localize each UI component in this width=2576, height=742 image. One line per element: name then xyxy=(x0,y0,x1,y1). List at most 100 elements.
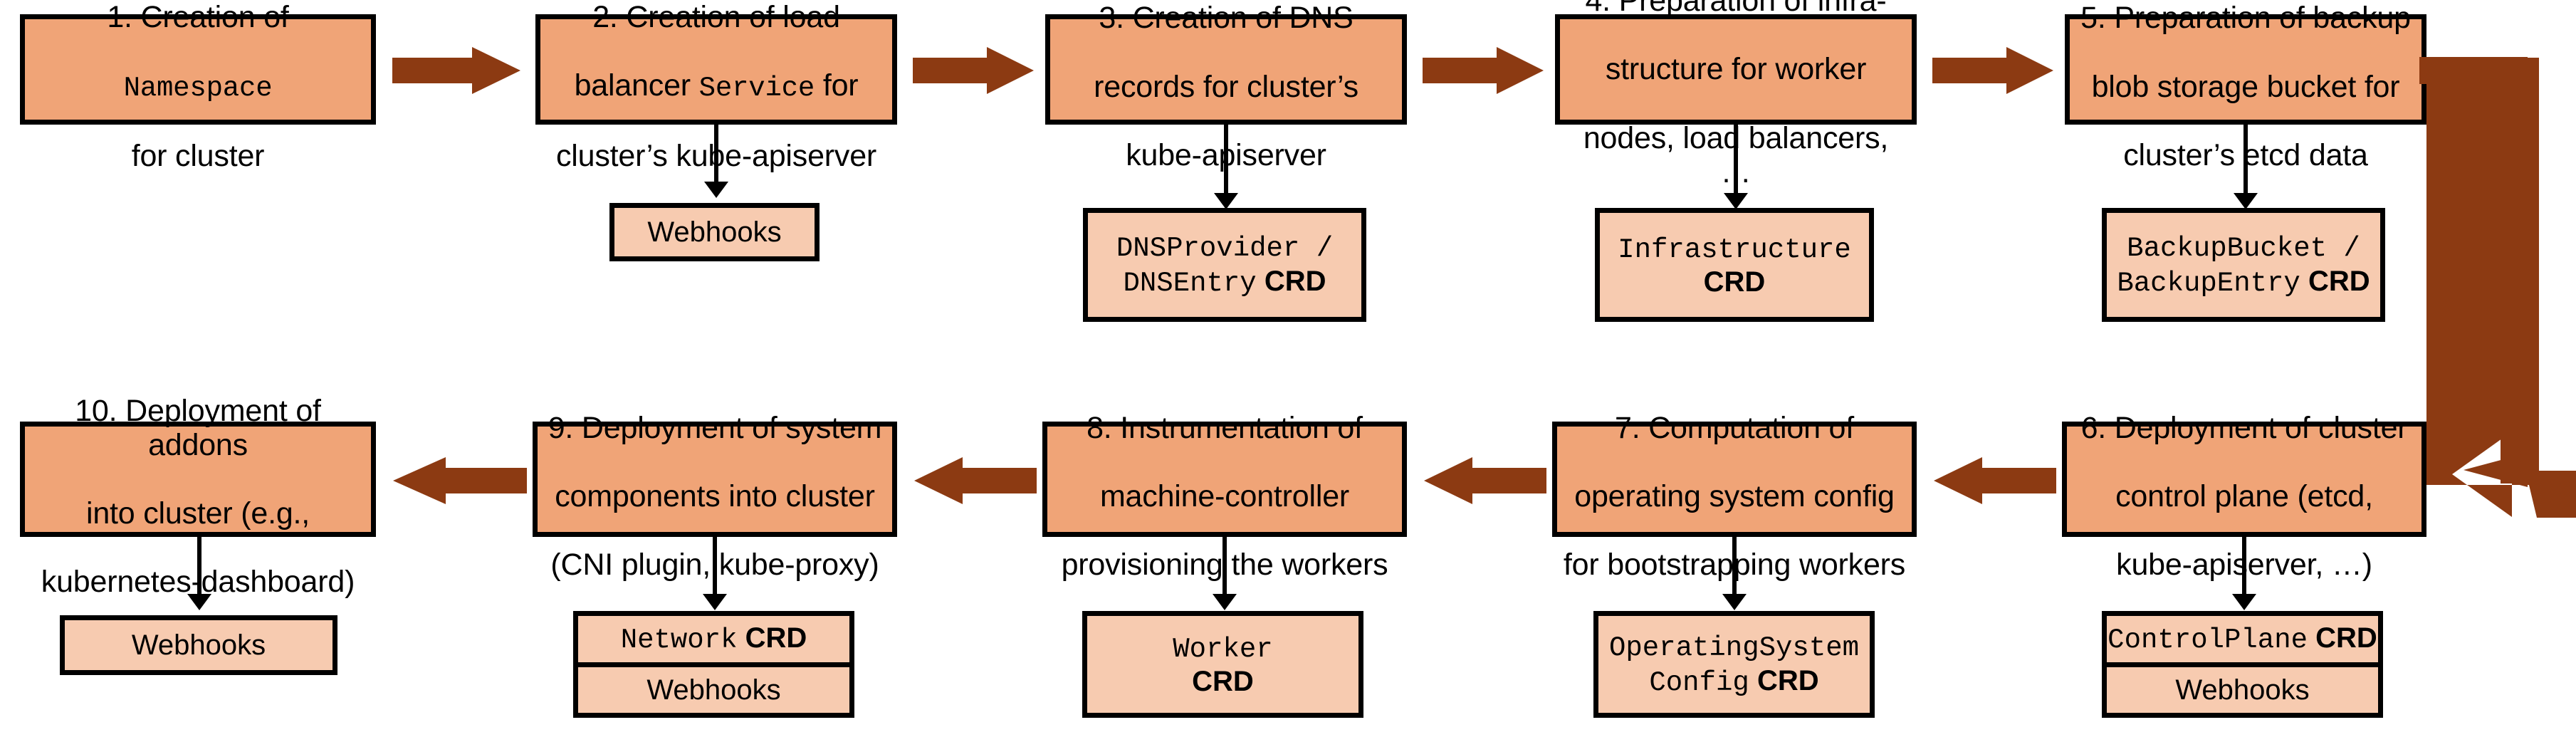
step-8-line-3: provisioning the workers xyxy=(1061,548,1388,582)
step-8-label: 8. Instrumentation of machine-controller… xyxy=(1056,377,1394,582)
controlplane-crd-cell: ControlPlane CRD xyxy=(2107,616,2378,667)
step-1-line-2-mono: Namespace xyxy=(123,73,273,105)
sub-box-step-6[interactable]: ControlPlane CRD Webhooks xyxy=(2102,611,2383,718)
step-9-line-3: (CNI plugin, kube-proxy) xyxy=(550,548,879,582)
network-crd-suffix: CRD xyxy=(745,622,807,654)
connector-step10-arrowhead xyxy=(187,594,211,610)
infrastructure-crd-line-1: Infrastructure xyxy=(1618,234,1851,266)
step-2-line-2-mono: Service xyxy=(698,73,815,105)
osc-crd-cell: OperatingSystem Config CRD xyxy=(1598,616,1870,713)
arrow-step3-to-step4 xyxy=(1423,47,1544,94)
step-4-line-1: 4. Preparation of infra- xyxy=(1585,0,1887,19)
step-4-label: 4. Preparation of infra- structure for w… xyxy=(1560,0,1912,189)
connector-step2-arrowhead xyxy=(704,182,728,198)
osc-crd-line-1: OperatingSystem xyxy=(1608,632,1860,664)
connector-step7 xyxy=(1732,537,1737,597)
connector-step8-arrowhead xyxy=(1213,594,1237,610)
connector-step5-arrowhead xyxy=(2234,193,2258,209)
step-box-3[interactable]: 3. Creation of DNS records for cluster’s… xyxy=(1045,1,1407,172)
step-1-line-3: for cluster xyxy=(131,139,265,174)
sub-box-step-5[interactable]: BackupBucket / BackupEntry CRD xyxy=(2102,208,2385,322)
connector-step3 xyxy=(1224,125,1228,196)
step-2-line-3: cluster’s kube-apiserver xyxy=(555,139,877,174)
sub-box-step-4[interactable]: Infrastructure CRD xyxy=(1595,208,1874,322)
webhooks-label: Webhooks xyxy=(646,674,781,706)
step-1-label: 1. Creation of Namespace for cluster xyxy=(101,0,294,173)
step-2-line-2a: balancer xyxy=(574,68,699,103)
webhooks-cell: Webhooks xyxy=(2107,667,2378,714)
step-9-line-1: 9. Deployment of system xyxy=(548,410,882,445)
connector-step10 xyxy=(197,537,201,597)
backup-crd-line-2: BackupEntry xyxy=(2117,268,2300,299)
step-8-line-2: machine-controller xyxy=(1099,479,1350,513)
step-6-line-1: 6. Deployment of cluster xyxy=(2080,410,2408,445)
connector-step8 xyxy=(1222,537,1227,597)
webhooks-label: Webhooks xyxy=(131,629,266,661)
step-4-line-2: structure for worker xyxy=(1605,52,1867,87)
step-box-5[interactable]: 5. Preparation of backup blob storage bu… xyxy=(2065,1,2426,172)
worker-crd-cell: Worker CRD xyxy=(1087,616,1358,713)
step-box-2[interactable]: 2. Creation of load balancer Service for… xyxy=(535,0,897,173)
sub-box-step-7[interactable]: OperatingSystem Config CRD xyxy=(1593,611,1875,718)
sub-box-step-2[interactable]: Webhooks xyxy=(609,203,820,261)
connector-step4 xyxy=(1734,125,1738,196)
dns-crd-line-2: DNSEntry xyxy=(1123,268,1257,299)
backup-crd-line-1: BackupBucket / xyxy=(2127,233,2360,265)
arrow-step9-to-step10 xyxy=(393,457,527,504)
step-7-line-2: operating system config xyxy=(1574,479,1895,513)
worker-crd-line-1: Worker xyxy=(1173,633,1273,665)
step-box-6[interactable]: 6. Deployment of cluster control plane (… xyxy=(2062,411,2426,582)
backup-crd-suffix: CRD xyxy=(2308,266,2370,297)
sub-box-step-8[interactable]: Worker CRD xyxy=(1082,611,1363,718)
controlplane-crd-suffix: CRD xyxy=(2315,622,2377,654)
connector-step6 xyxy=(2242,537,2246,597)
step-box-10[interactable]: 10. Deployment of addons into cluster (e… xyxy=(20,394,376,599)
webhooks-label: Webhooks xyxy=(647,216,782,248)
step-box-4[interactable]: 4. Preparation of infra- structure for w… xyxy=(1555,0,1917,189)
connector-step2 xyxy=(714,125,718,184)
network-crd-name: Network xyxy=(620,624,738,656)
step-9-line-2: components into cluster xyxy=(555,479,875,513)
dns-crd-suffix: CRD xyxy=(1264,266,1326,297)
step-7-label: 7. Computation of operating system confi… xyxy=(1558,377,1911,582)
step-box-7[interactable]: 7. Computation of operating system confi… xyxy=(1552,411,1917,582)
webhooks-cell: Webhooks xyxy=(65,620,333,670)
step-3-line-2: records for cluster’s xyxy=(1094,69,1358,104)
connector-step3-arrowhead xyxy=(1214,193,1238,209)
step-5-line-2: blob storage bucket for xyxy=(2091,69,2400,104)
webhooks-cell: Webhooks xyxy=(578,667,849,714)
infrastructure-crd-cell: Infrastructure CRD xyxy=(1600,213,1869,317)
dns-crd-line-1: DNSProvider / xyxy=(1116,233,1334,265)
worker-crd-suffix: CRD xyxy=(1192,666,1254,698)
connector-step6-arrowhead xyxy=(2232,594,2256,610)
arrow-step7-to-step8 xyxy=(1424,457,1546,504)
arrow-step6-to-step7 xyxy=(1934,457,2056,504)
arrow-step5-to-step6-trunk xyxy=(2419,47,2576,503)
step-6-line-2: control plane (etcd, xyxy=(2115,479,2373,513)
network-crd-cell: Network CRD xyxy=(578,616,849,667)
step-box-8[interactable]: 8. Instrumentation of machine-controller… xyxy=(1042,411,1407,582)
step-7-line-3: for bootstrapping workers xyxy=(1563,548,1906,582)
step-5-label: 5. Preparation of backup blob storage bu… xyxy=(2075,0,2417,172)
connector-step9-arrowhead xyxy=(703,594,727,610)
step-box-1[interactable]: 1. Creation of Namespace for cluster xyxy=(20,0,376,173)
step-8-line-1: 8. Instrumentation of xyxy=(1087,410,1363,445)
connector-step4-arrowhead xyxy=(1724,193,1748,209)
step-10-label: 10. Deployment of addons into cluster (e… xyxy=(25,359,371,600)
sub-box-step-3[interactable]: DNSProvider / DNSEntry CRD xyxy=(1083,208,1366,322)
sub-box-step-9[interactable]: Network CRD Webhooks xyxy=(573,611,854,718)
step-10-line-1: 10. Deployment of addons xyxy=(75,393,321,462)
sub-box-step-10[interactable]: Webhooks xyxy=(60,615,337,675)
step-2-line-2c: for xyxy=(815,68,859,103)
step-1-line-1: 1. Creation of xyxy=(107,0,289,34)
step-4-line-3: nodes, load balancers, … xyxy=(1583,120,1889,189)
infrastructure-crd-suffix: CRD xyxy=(1703,266,1766,298)
step-box-9[interactable]: 9. Deployment of system components into … xyxy=(533,411,897,582)
dns-crd-cell: DNSProvider / DNSEntry CRD xyxy=(1088,213,1361,317)
connector-step9 xyxy=(713,537,717,597)
webhooks-label: Webhooks xyxy=(2175,674,2310,706)
step-6-line-3: kube-apiserver, …) xyxy=(2116,548,2372,582)
webhooks-cell: Webhooks xyxy=(614,208,815,256)
step-5-line-1: 5. Preparation of backup xyxy=(2080,1,2411,36)
